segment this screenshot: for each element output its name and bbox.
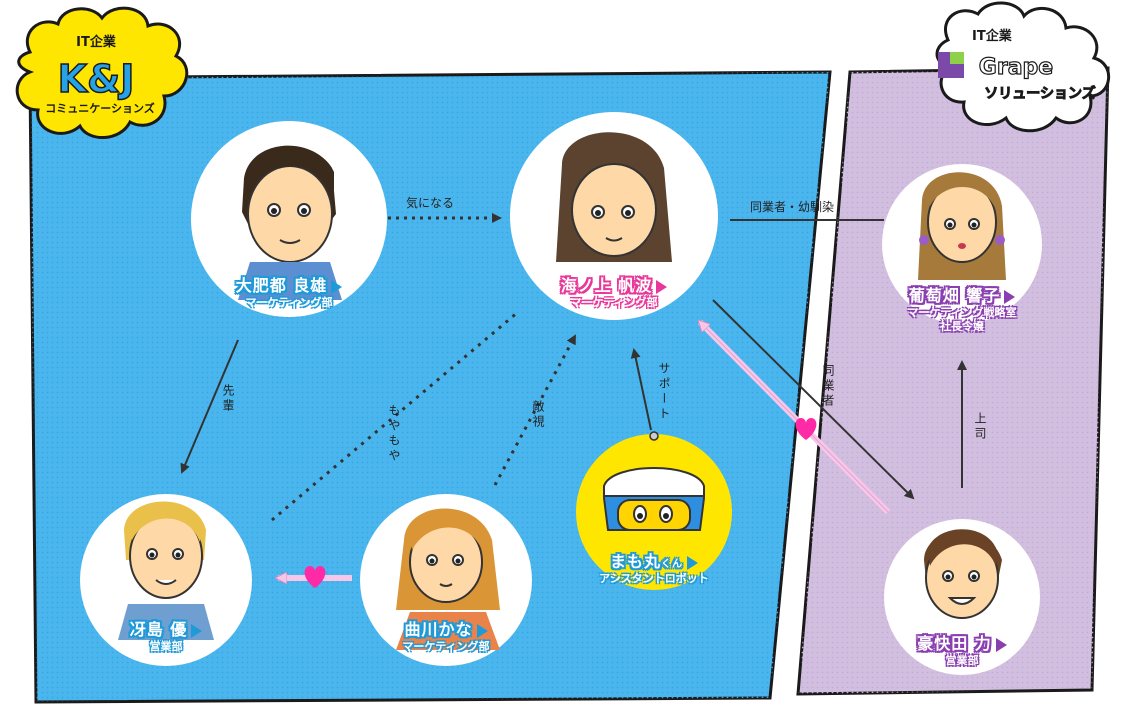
support-arrow bbox=[630, 348, 652, 431]
person-label-goka[interactable]: 豪快田 力営業部 bbox=[842, 636, 1082, 666]
play-icon[interactable] bbox=[476, 623, 488, 638]
grape-logo-top: IT企業 bbox=[972, 28, 1013, 44]
person-name: 曲川かな bbox=[404, 620, 473, 639]
senpai-arrow bbox=[180, 339, 239, 474]
face-saeji bbox=[118, 501, 214, 640]
relation-label-moyamoya: もやもや bbox=[387, 404, 401, 464]
face-kana bbox=[396, 508, 500, 650]
relation-label-joshi: 上司 bbox=[973, 412, 987, 442]
person-label-umi[interactable]: 海ノ上 帆波マーケティング部 bbox=[494, 278, 734, 308]
heart-icon bbox=[304, 566, 326, 588]
person-name: 海ノ上 帆波 bbox=[560, 276, 653, 295]
grape-logo-main: Grape bbox=[979, 55, 1053, 80]
person-dept: 営業部 bbox=[149, 640, 183, 653]
person-dept: マーケティング部 bbox=[402, 640, 490, 653]
person-dept: アシスタントロボット bbox=[599, 572, 709, 585]
heart-icon bbox=[795, 418, 817, 440]
person-dept: 営業部 bbox=[945, 654, 979, 667]
play-icon[interactable] bbox=[995, 637, 1007, 652]
kj-logo-main: K&J bbox=[58, 57, 135, 101]
grape-logo: IT企業 Grape ソリューションズ bbox=[935, 1, 1111, 133]
kj-logo: IT企業 K&J コミュニケーションズ bbox=[15, 6, 189, 139]
kj-logo-top: IT企業 bbox=[76, 34, 117, 50]
play-icon[interactable] bbox=[1004, 289, 1016, 304]
person-label-mamo[interactable]: まも丸くんアシスタントロボット bbox=[534, 552, 774, 585]
relation-label-dogyo-osana: 同業者・幼馴染 bbox=[750, 200, 835, 214]
person-label-budo[interactable]: 葡萄畑 響子マーケティング戦略室社長令嬢 bbox=[842, 286, 1082, 333]
play-icon[interactable] bbox=[331, 279, 343, 294]
person-name: 冴島 優 bbox=[129, 620, 188, 639]
robot-mamo bbox=[602, 431, 706, 531]
face-umi bbox=[556, 132, 672, 262]
person-label-ohi[interactable]: 大肥都 良雄マーケティング部 bbox=[169, 278, 409, 308]
person-dept: マーケティング戦略室 bbox=[907, 306, 1017, 319]
grape-logo-sub: ソリューションズ bbox=[984, 85, 1095, 102]
face-goka bbox=[924, 529, 1002, 619]
person-dept: マーケティング部 bbox=[570, 296, 658, 309]
dogyosha-arrow bbox=[712, 299, 915, 500]
face-ohi bbox=[238, 145, 342, 300]
person-name: 豪快田 力 bbox=[917, 634, 992, 653]
kj-logo-sub: コミュニケーションズ bbox=[45, 101, 155, 115]
play-icon[interactable] bbox=[191, 623, 203, 638]
relation-label-tekishi: 敵視 bbox=[531, 400, 545, 430]
tekishi-arrow bbox=[493, 334, 577, 486]
relation-label-support: サポート bbox=[657, 362, 671, 422]
person-name: 大肥都 良雄 bbox=[235, 276, 328, 295]
play-icon[interactable] bbox=[687, 555, 698, 570]
person-name: まも丸 bbox=[609, 552, 661, 571]
person-label-kana[interactable]: 曲川かなマーケティング部 bbox=[326, 620, 566, 653]
person-name-suffix: くん bbox=[661, 559, 683, 570]
relation-label-dogyosha: 同業者 bbox=[821, 364, 835, 409]
relation-label-senpai: 先輩 bbox=[221, 384, 235, 414]
person-dept-2: 社長令嬢 bbox=[940, 320, 984, 333]
play-icon[interactable] bbox=[656, 279, 668, 294]
person-dept: マーケティング部 bbox=[245, 296, 333, 309]
relation-label-kininaru: 気になる bbox=[406, 196, 455, 210]
person-label-saeji[interactable]: 冴島 優営業部 bbox=[46, 622, 286, 652]
face-budo bbox=[918, 172, 1006, 280]
person-name: 葡萄畑 響子 bbox=[908, 286, 1001, 305]
